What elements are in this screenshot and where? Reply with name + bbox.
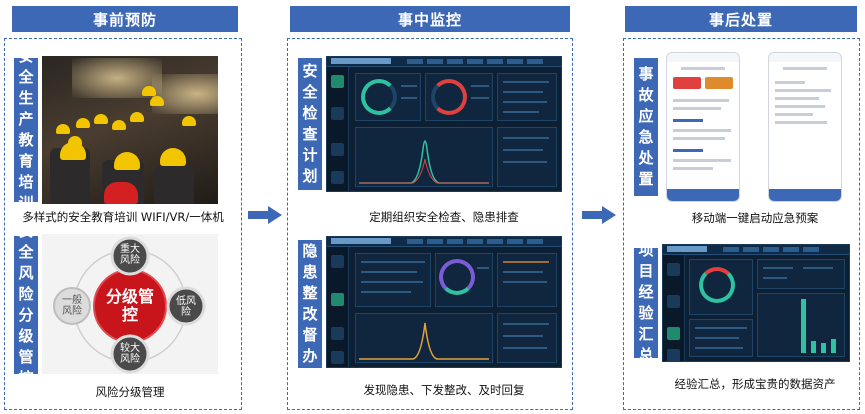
phone-screen-right	[768, 52, 842, 202]
header-during: 事中监控	[290, 6, 570, 32]
label-inspection: 安全检查计划	[298, 58, 322, 190]
caption-education: 多样式的安全教育培训 WIFI/VR/一体机	[22, 210, 224, 224]
experience-dashboard	[662, 244, 850, 362]
arrow-right-icon	[582, 206, 618, 224]
caption-emergency: 移动端一键启动应急预案	[691, 211, 819, 225]
hazard-dashboard	[326, 236, 562, 368]
label-emergency: 事故应急处置	[634, 58, 658, 196]
risk-bottom-label: 较大风险	[120, 343, 140, 365]
risk-right-label: 低风险	[176, 296, 196, 318]
caption-inspection: 定期组织安全检查、隐患排查	[369, 210, 519, 224]
inspection-dashboard	[326, 56, 562, 192]
phone-screen-left	[666, 52, 740, 202]
risk-left-label: 一般风险	[62, 295, 82, 317]
hazard-trend-graphic	[359, 322, 489, 360]
label-hazard: 隐患整改督办	[298, 240, 322, 368]
risk-center-label: 分级管控	[105, 287, 154, 324]
caption-hazard: 发现隐患、下发整改、及时回复	[363, 383, 525, 397]
label-risk: 安全风险分级管控	[14, 222, 38, 387]
caption-experience: 经验汇总，形成宝贵的数据资产	[674, 377, 836, 391]
training-photo	[42, 56, 218, 204]
risk-diagram: 分级管控 重大风险 低风险 较大风险 一般风险	[42, 234, 218, 374]
risk-diagram-graphic	[53, 236, 206, 374]
header-after: 事后处置	[625, 6, 857, 32]
caption-risk: 风险分级管理	[95, 385, 165, 399]
label-education: 安全生产教育培训	[14, 47, 38, 212]
label-experience: 项目经验汇总	[634, 241, 658, 364]
header-before: 事前预防	[12, 6, 238, 32]
risk-top-label: 重大风险	[120, 244, 140, 266]
inspection-trend-graphic	[359, 140, 489, 184]
arrow-right-icon	[248, 206, 284, 224]
